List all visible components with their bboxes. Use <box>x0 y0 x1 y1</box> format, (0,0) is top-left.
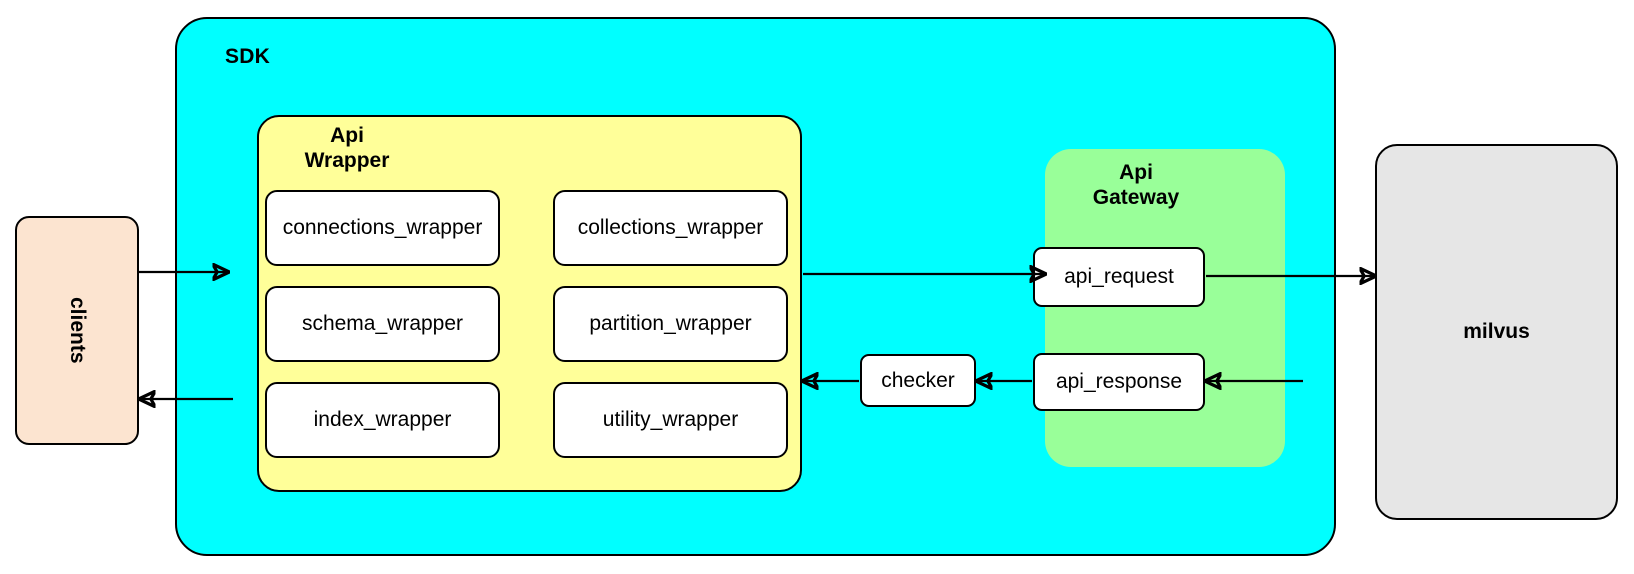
module-label: utility_wrapper <box>602 408 739 432</box>
sdk-label: SDK <box>225 45 270 68</box>
module-collections-wrapper[interactable]: collections_wrapper <box>553 190 788 266</box>
module-connections-wrapper[interactable]: connections_wrapper <box>265 190 500 266</box>
module-label: connections_wrapper <box>282 216 483 240</box>
api-gateway-container[interactable]: Api Gateway <box>1045 149 1285 467</box>
module-utility-wrapper[interactable]: utility_wrapper <box>553 382 788 458</box>
clients-node[interactable]: clients <box>15 216 139 445</box>
module-label: index_wrapper <box>313 408 452 432</box>
checker-label: checker <box>881 368 955 392</box>
module-label: collections_wrapper <box>577 216 764 240</box>
module-partition-wrapper[interactable]: partition_wrapper <box>553 286 788 362</box>
milvus-node[interactable]: milvus <box>1375 144 1618 520</box>
milvus-label: milvus <box>1463 320 1530 344</box>
api-gateway-label: Api Gateway <box>1051 161 1221 211</box>
module-schema-wrapper[interactable]: schema_wrapper <box>265 286 500 362</box>
api-gateway-label-line1: Api <box>1119 161 1153 184</box>
module-api-request[interactable]: api_request <box>1033 247 1205 307</box>
api-wrapper-label: Api Wrapper <box>267 124 427 174</box>
checker-node[interactable]: checker <box>860 354 976 407</box>
module-label: api_request <box>1064 265 1174 289</box>
module-label: partition_wrapper <box>589 312 752 336</box>
clients-label: clients <box>65 297 89 364</box>
module-index-wrapper[interactable]: index_wrapper <box>265 382 500 458</box>
api-gateway-label-line2: Gateway <box>1092 185 1180 209</box>
api-wrapper-label-line2: Wrapper <box>304 148 390 172</box>
api-wrapper-label-line1: Api <box>330 124 364 147</box>
module-label: api_response <box>1055 370 1183 394</box>
module-label: schema_wrapper <box>301 312 464 336</box>
module-api-response[interactable]: api_response <box>1033 353 1205 411</box>
